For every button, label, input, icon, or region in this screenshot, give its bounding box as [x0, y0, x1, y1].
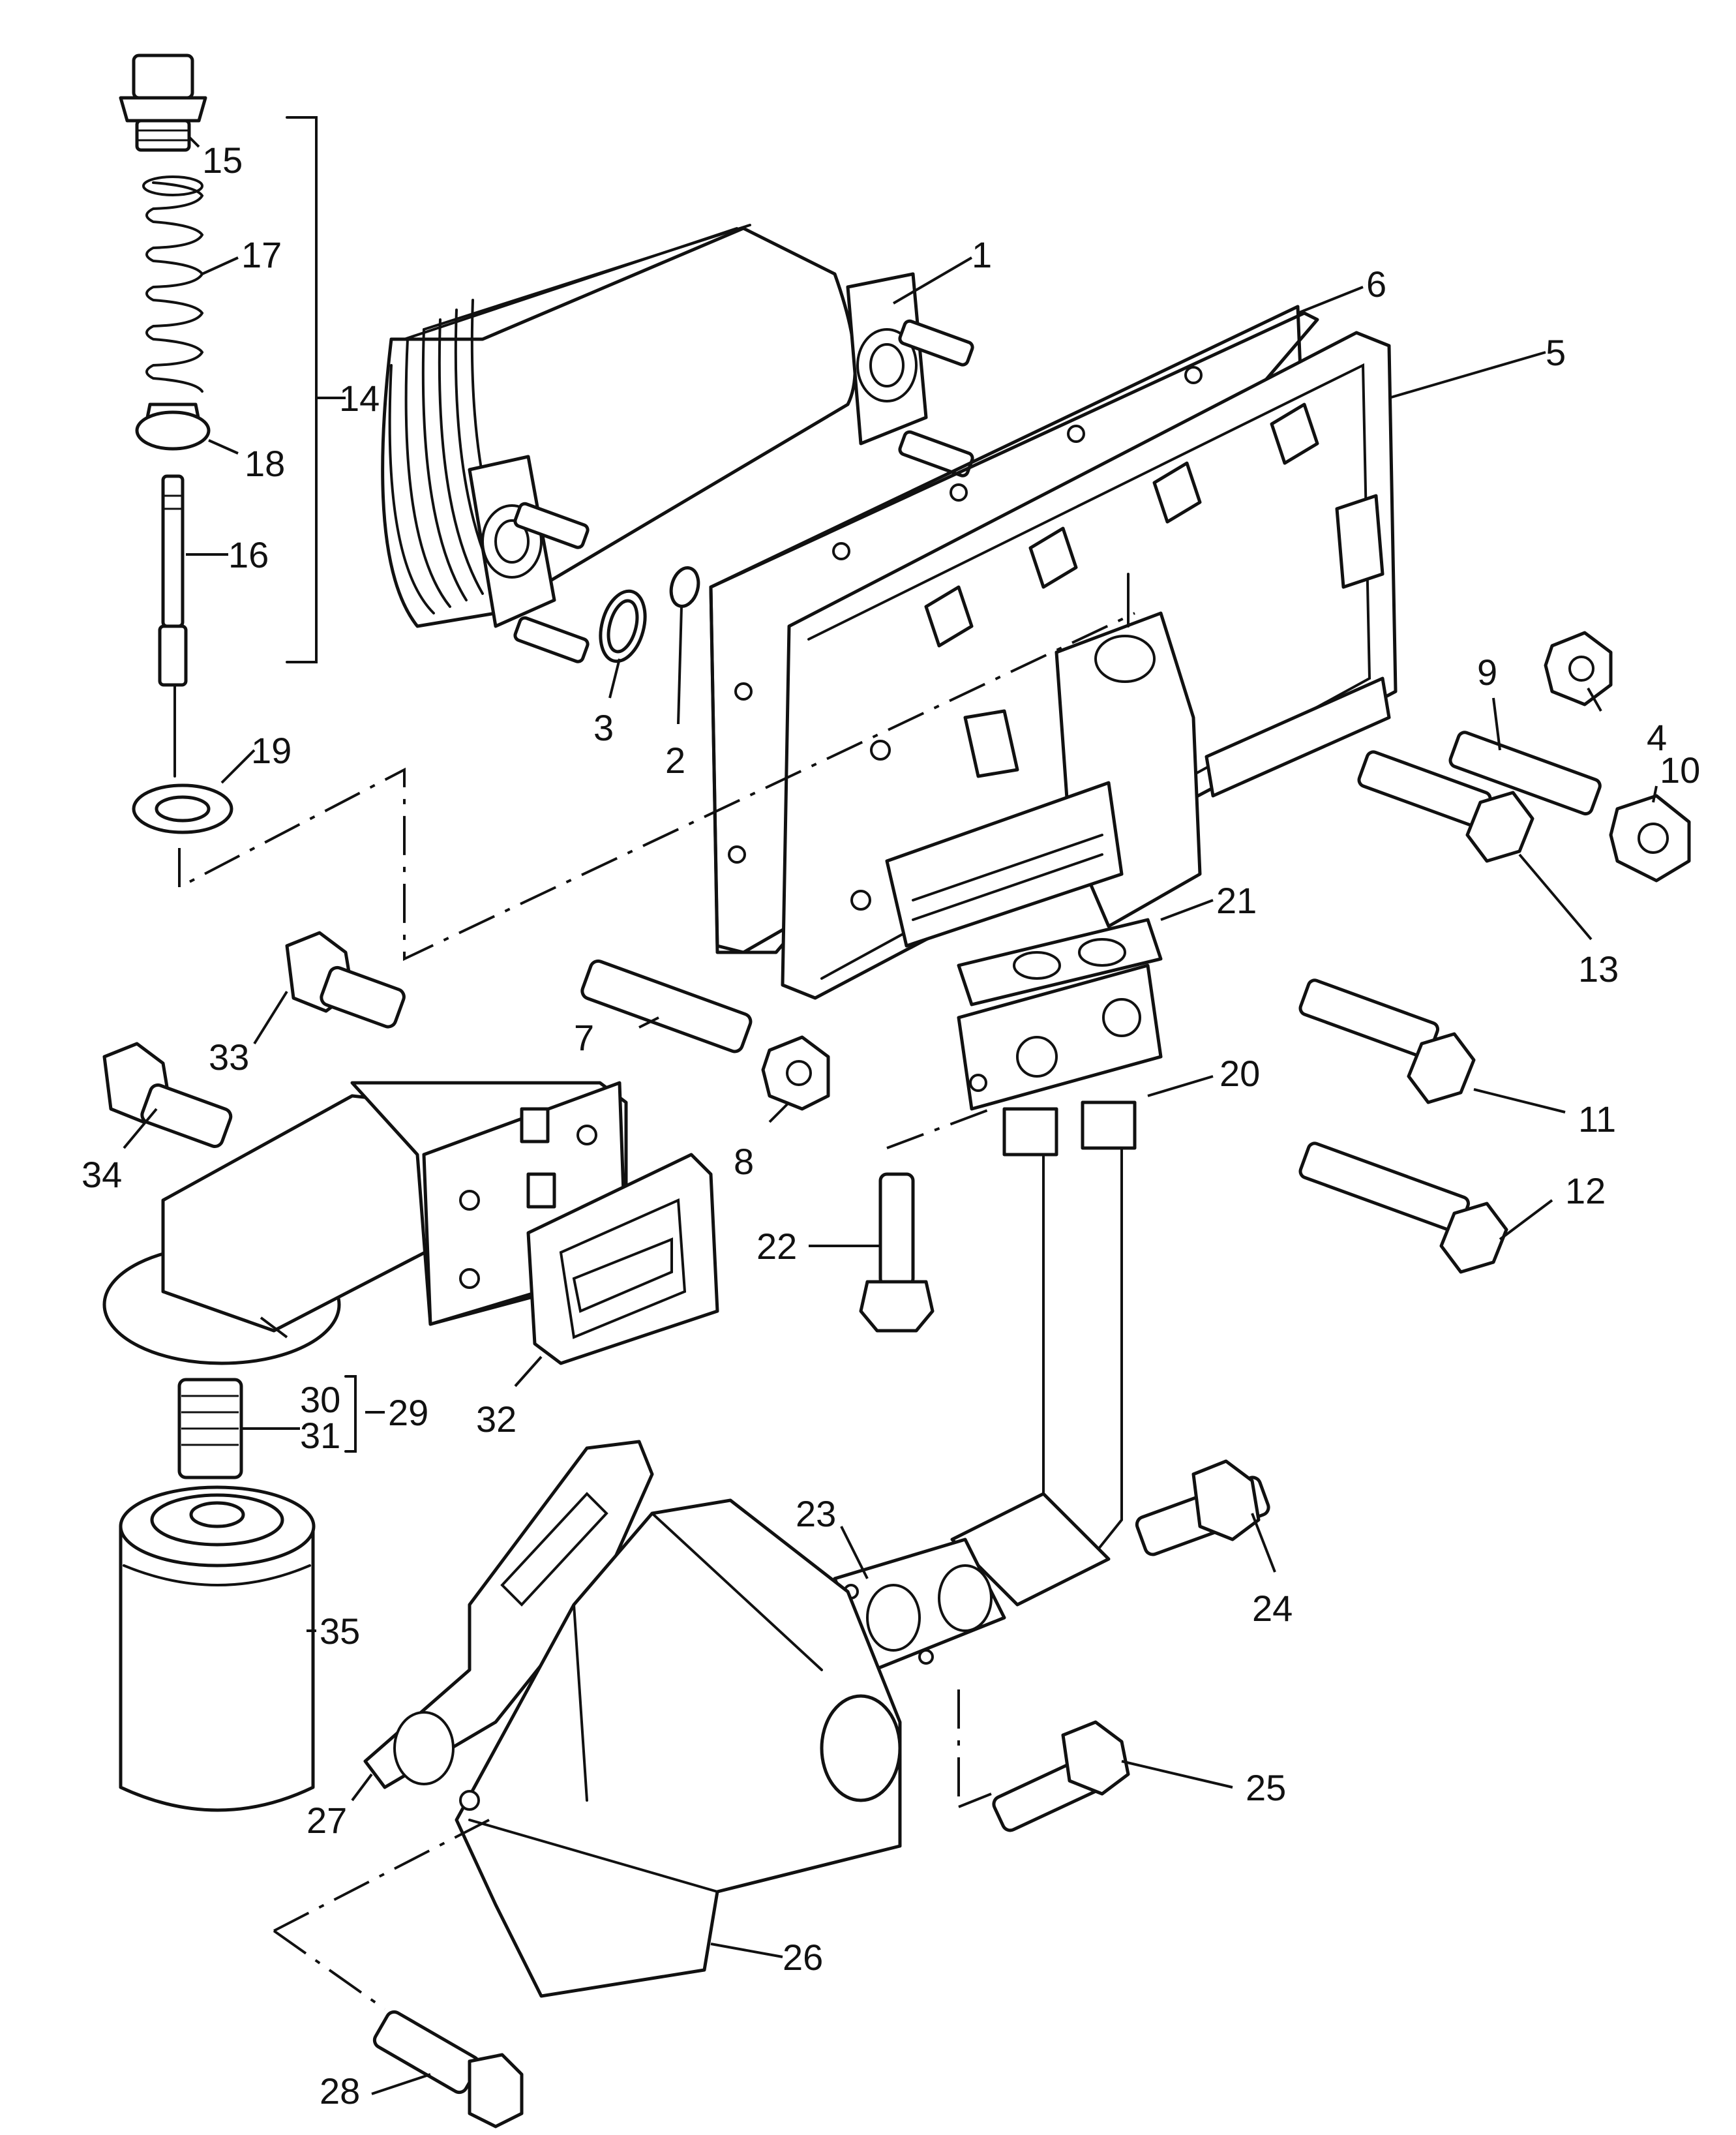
part-13-bolt — [1357, 750, 1534, 863]
assembly-line-e — [958, 1793, 992, 1808]
callout-23: 23 — [796, 1493, 836, 1534]
leader-lines — [123, 136, 1658, 2095]
bracket-14 — [286, 116, 318, 663]
callout-labels: 1 2 3 4 5 6 7 8 9 10 11 12 13 14 15 16 1… — [82, 140, 1700, 2112]
callout-19: 19 — [251, 730, 292, 771]
part-19-washer — [132, 783, 233, 834]
part-15-plug — [119, 53, 207, 152]
part-32-gasket — [526, 1153, 719, 1365]
part-3-o-ring — [599, 589, 647, 663]
part-5-cover-plate — [781, 331, 1398, 1000]
part-11-bolt — [1298, 978, 1476, 1104]
callout-2: 2 — [665, 740, 685, 781]
part-4-nut — [1544, 631, 1613, 706]
callout-1: 1 — [972, 234, 992, 275]
callout-25: 25 — [1246, 1767, 1286, 1808]
part-34-bolt — [102, 1042, 233, 1148]
callout-18: 18 — [245, 443, 285, 484]
part-18-valve — [135, 402, 211, 451]
part-22-bolt — [859, 1172, 935, 1333]
callout-32: 32 — [476, 1399, 516, 1440]
part-26-adapter — [455, 1498, 902, 1998]
callout-34: 34 — [82, 1154, 122, 1195]
callout-27: 27 — [307, 1800, 347, 1841]
callout-21: 21 — [1216, 880, 1257, 921]
part-8-nut — [761, 1035, 830, 1111]
callout-11: 11 — [1578, 1098, 1616, 1140]
callout-33: 33 — [209, 1037, 249, 1078]
callout-24: 24 — [1252, 1588, 1293, 1629]
callout-14: 14 — [339, 378, 380, 419]
part-27-gasket — [363, 1440, 654, 1789]
callout-29: 29 — [388, 1392, 428, 1433]
callout-20: 20 — [1220, 1053, 1260, 1094]
callout-7: 7 — [574, 1017, 594, 1058]
bracket-29 — [344, 1375, 357, 1453]
callout-6: 6 — [1366, 264, 1386, 305]
part-35-oil-filter — [119, 1485, 316, 1812]
part-7-stud — [580, 959, 753, 1053]
callout-28: 28 — [320, 2070, 360, 2112]
part-12-bolt — [1298, 1142, 1508, 1274]
callout-10: 10 — [1660, 750, 1700, 791]
callout-5: 5 — [1546, 332, 1566, 373]
part-2-o-ring — [669, 566, 700, 608]
assembly-line-a — [178, 612, 1135, 962]
callout-13: 13 — [1578, 948, 1619, 990]
callout-8: 8 — [734, 1141, 754, 1182]
assembly-line-b — [886, 1108, 992, 1149]
part-21-gasket — [957, 918, 1163, 1007]
part-33-bolt — [285, 931, 406, 1029]
callout-4: 4 — [1647, 717, 1667, 758]
callout-26: 26 — [783, 1937, 823, 1978]
callout-31: 31 — [300, 1415, 340, 1456]
callout-22: 22 — [756, 1226, 797, 1267]
assembly-line-c — [273, 1819, 490, 1932]
part-20-oil-tube — [950, 963, 1163, 1607]
callout-35: 35 — [320, 1611, 360, 1652]
part-17-spring — [142, 175, 204, 393]
callout-12: 12 — [1565, 1170, 1606, 1211]
callout-16: 16 — [228, 534, 269, 575]
part-24-bolt — [1135, 1459, 1270, 1556]
callout-17: 17 — [241, 234, 282, 275]
callout-15: 15 — [202, 140, 243, 181]
callout-9: 9 — [1477, 652, 1497, 693]
callout-30: 30 — [300, 1379, 340, 1420]
part-23-gasket — [833, 1537, 1006, 1672]
part-28-bolt — [372, 2010, 524, 2128]
part-10-nut — [1609, 794, 1691, 883]
part-25-bolt — [992, 1720, 1130, 1832]
part-1-oil-cooler — [381, 224, 974, 663]
assembly-line-d — [273, 1930, 386, 2010]
part-31-nipple — [177, 1378, 243, 1479]
callout-3: 3 — [593, 707, 614, 748]
part-16-bolt — [158, 474, 188, 687]
part-9-bolt — [1448, 731, 1602, 816]
